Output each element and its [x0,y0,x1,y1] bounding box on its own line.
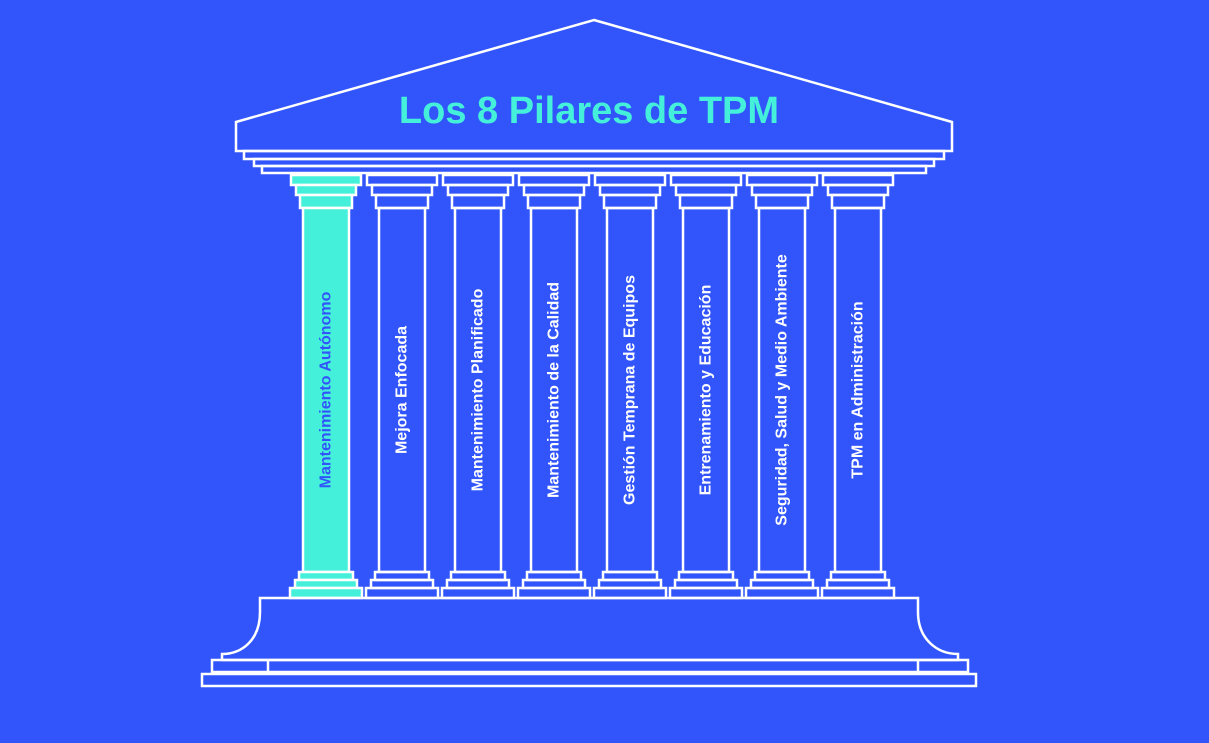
pillar-capital-mid [370,183,434,197]
pillar-label: Gestión Temprana de Equipos [622,275,639,505]
pillars: Mantenimiento Autónomo Mejora Enfocada Man… [288,173,896,600]
pillar: Entrenamiento y Educación [668,173,744,600]
pillar-capital-mid [750,183,814,197]
base-step-1 [210,658,970,674]
pillar-label: Seguridad, Salud y Medio Ambiente [774,254,791,526]
pillar-capital-top [593,173,667,187]
pillar-label: TPM en Administración [850,301,867,478]
pillar: Mejora Enfocada [364,173,440,600]
pillar-capital-low [526,193,582,210]
pillar-capital-top [441,173,515,187]
pillar-capital-mid [446,183,510,197]
diagram-title: Los 8 Pilares de TPM [399,90,779,132]
pillar: Mantenimiento Planificado [440,173,516,600]
pillar-base-low [516,586,592,600]
pillar: Gestión Temprana de Equipos [592,173,668,600]
pillar-base-low [288,586,364,600]
pillar-capital-low [450,193,506,210]
pillar: Mantenimiento de la Calidad [516,173,592,600]
pillar-capital-top [745,173,819,187]
pillar-capital-mid [674,183,738,197]
pillar: Seguridad, Salud y Medio Ambiente [744,173,820,600]
pillar-base-low [592,586,668,600]
base-platform [220,596,960,662]
pillar-base-low [744,586,820,600]
pillar-label: Entrenamiento y Educación [698,285,715,496]
pillar-capital-mid [598,183,662,197]
pillar: TPM en Administración [820,173,896,600]
pillar: Mantenimiento Autónomo [288,173,364,600]
pillar-capital-top [669,173,743,187]
pillar-label: Mejora Enfocada [394,326,411,454]
pillar-capital-top [517,173,591,187]
pillar-capital-low [374,193,430,210]
pillar-label: Mantenimiento de la Calidad [546,282,563,498]
pillar-capital-mid [294,183,358,197]
entablature-band-3 [260,164,928,175]
base-step-2 [200,672,978,688]
pillar-capital-mid [826,183,890,197]
pillar-base-low [820,586,896,600]
pillar-label: Mantenimiento Planificado [470,288,487,491]
pillar-base-low [440,586,516,600]
pillar-capital-top [365,173,439,187]
pillar-capital-low [298,193,354,210]
pillar-capital-low [602,193,658,210]
pillar-capital-low [678,193,734,210]
pillar-capital-top [289,173,363,187]
pillar-capital-top [821,173,895,187]
pillar-capital-low [754,193,810,210]
pillar-capital-low [830,193,886,210]
temple-roof [234,18,954,175]
pillar-label: Mantenimiento Autónomo [318,291,335,488]
pillar-base-low [668,586,744,600]
temple-base [200,596,978,688]
pillar-base-low [364,586,440,600]
pillar-shaft [301,206,351,574]
pillar-capital-mid [522,183,586,197]
